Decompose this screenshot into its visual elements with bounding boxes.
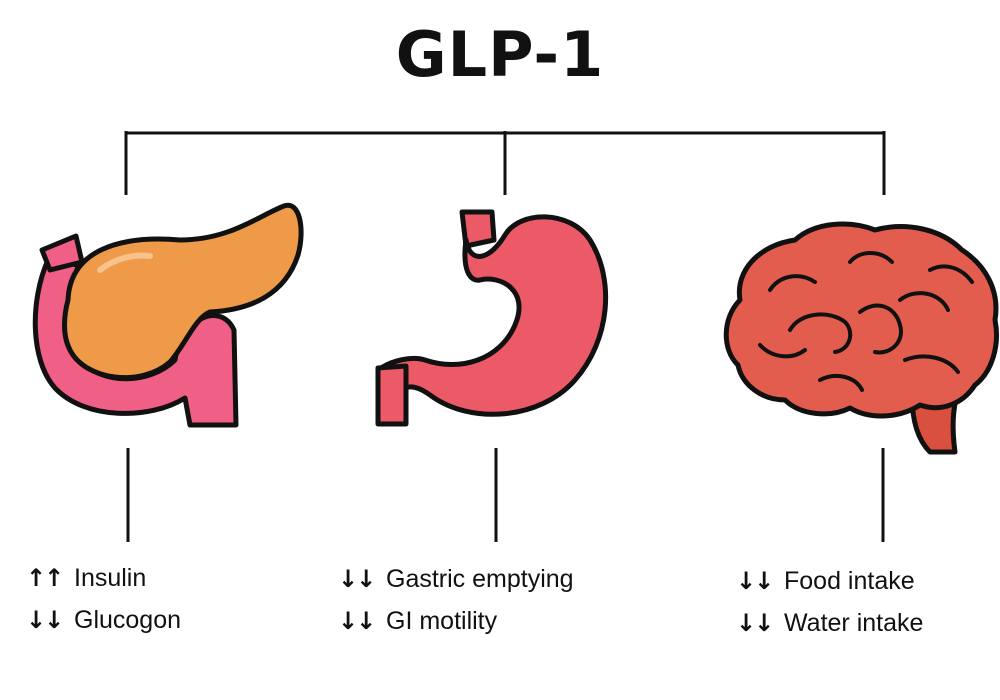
arrows-down-icon: ↓↓ (338, 565, 376, 593)
arrows-up-icon: ↑↑ (26, 564, 64, 592)
effect-item: ↓↓ Gastric emptying (338, 558, 574, 600)
stomach-icon (375, 209, 609, 427)
arrows-down-icon: ↓↓ (736, 567, 774, 595)
connector-lines (124, 131, 886, 542)
pancreas-body (62, 202, 304, 381)
brain-effects: ↓↓ Food intake ↓↓ Water intake (736, 560, 923, 644)
pancreas-highlight (97, 252, 153, 273)
effect-label: Gastric emptying (386, 564, 574, 593)
pancreas-icon (32, 202, 304, 428)
effect-item: ↓↓ Water intake (736, 602, 923, 644)
effect-label: Water intake (784, 608, 924, 637)
effect-item: ↓↓ GI motility (338, 600, 574, 642)
duodenum-opening (39, 233, 85, 273)
pylorus-ring (375, 363, 409, 427)
arrows-down-icon: ↓↓ (26, 606, 64, 634)
effect-item: ↓↓ Glucogon (26, 599, 181, 641)
diagram-title: GLP-1 (395, 18, 605, 91)
brain-cerebrum (723, 221, 999, 419)
arrows-down-icon: ↓↓ (736, 609, 774, 637)
effect-label: GI motility (386, 606, 498, 635)
esophagus (459, 209, 497, 249)
effect-label: Glucogon (74, 605, 182, 634)
brain-icon (723, 221, 999, 455)
brain-folds (758, 251, 974, 392)
effect-label: Food intake (784, 566, 915, 595)
stomach-body (375, 214, 609, 423)
pancreas-effects: ↑↑ Insulin ↓↓ Glucogon (26, 557, 181, 641)
effect-label: Insulin (74, 563, 147, 592)
effect-item: ↓↓ Food intake (736, 560, 923, 602)
stomach-effects: ↓↓ Gastric emptying ↓↓ GI motility (338, 558, 574, 642)
arrows-down-icon: ↓↓ (338, 607, 376, 635)
effect-item: ↑↑ Insulin (26, 557, 181, 599)
